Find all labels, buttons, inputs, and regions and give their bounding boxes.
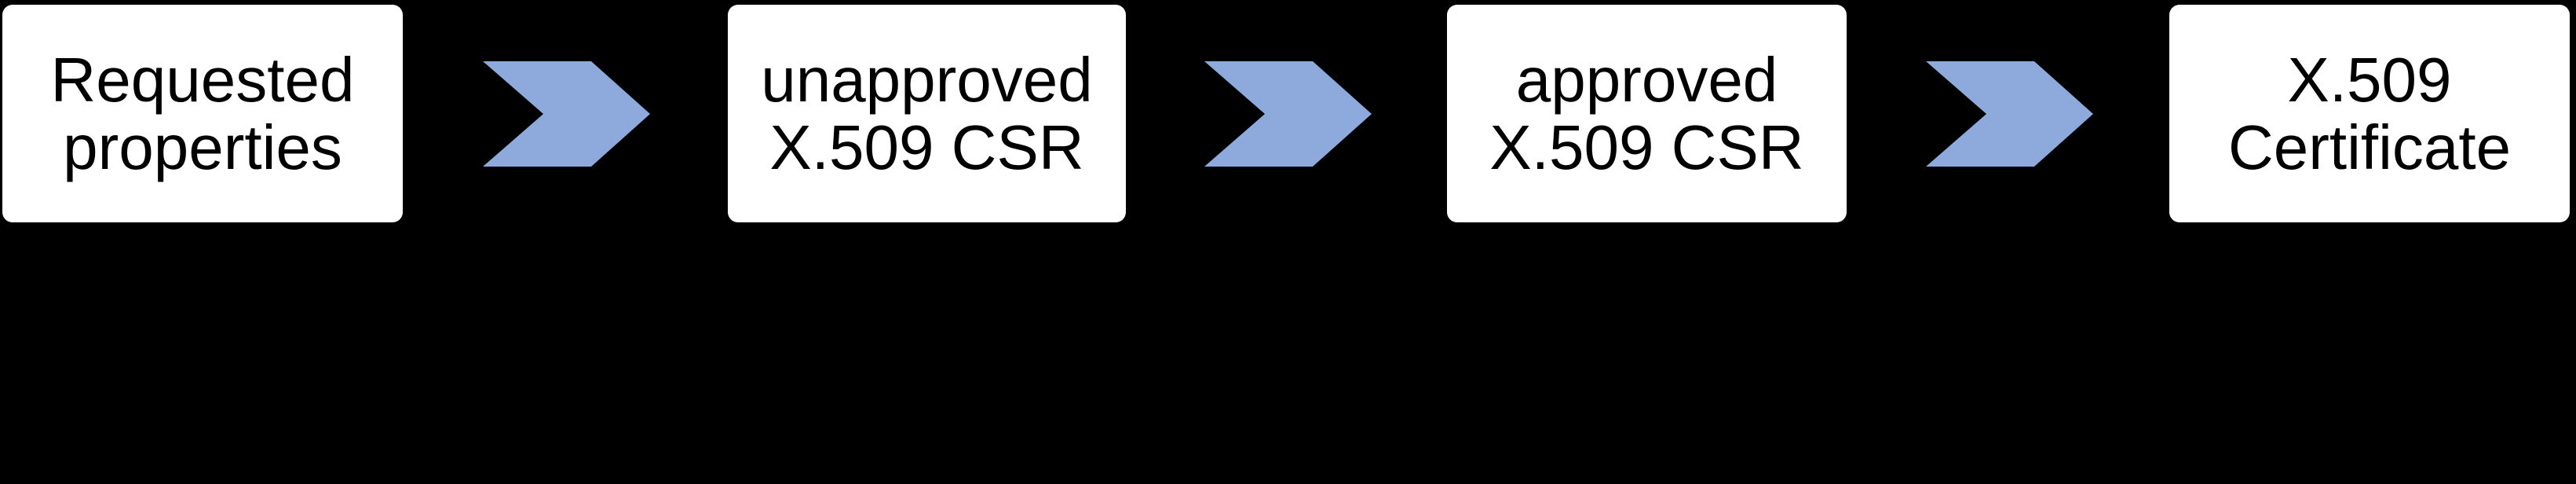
flow-step-requested-properties: Requested properties: [2, 5, 403, 222]
step-label-line: unapproved: [761, 44, 1093, 115]
flow-step-unapproved-csr: unapproved X.509 CSR: [728, 5, 1126, 222]
chevron-right-icon: [1204, 61, 1372, 167]
step-label-line: Certificate: [2227, 112, 2512, 182]
chevron-right-icon: [1926, 61, 2093, 167]
step-label-line: X.509 CSR: [769, 112, 1084, 182]
step-label-line: Requested: [50, 44, 355, 115]
step-label-line: X.509 CSR: [1489, 112, 1804, 182]
step-label-line: approved: [1515, 44, 1778, 115]
flow-step-x509-certificate: X.509 Certificate: [2169, 5, 2570, 222]
chevron-right-icon: [483, 61, 650, 167]
step-label-line: properties: [63, 112, 342, 182]
flow-step-approved-csr: approved X.509 CSR: [1447, 5, 1847, 222]
step-label-line: X.509: [2287, 44, 2452, 115]
